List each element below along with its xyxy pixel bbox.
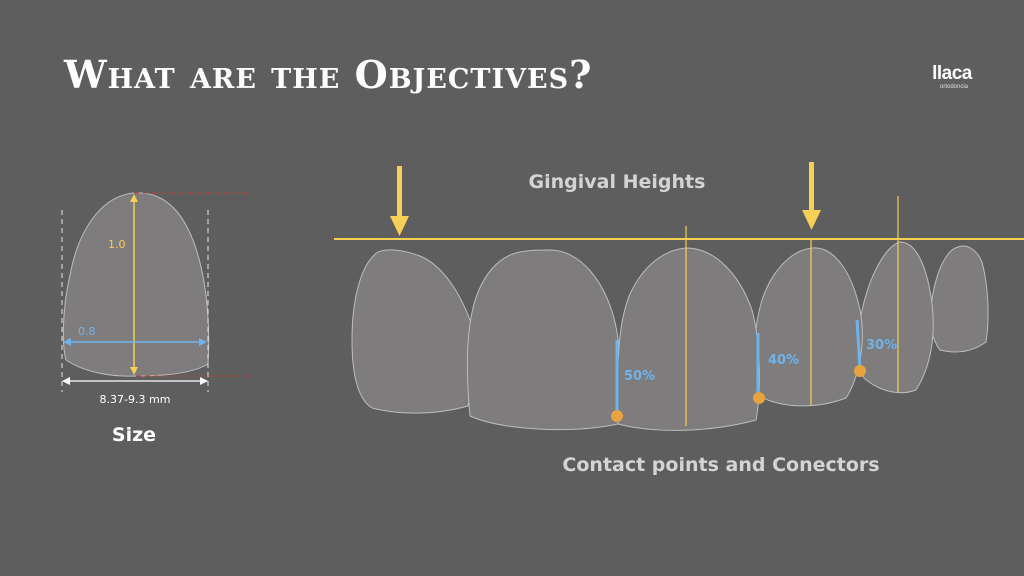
tooth-6 (929, 245, 989, 353)
height-arrow-top-head (130, 194, 138, 202)
contact-point-3 (854, 365, 866, 377)
height-ratio-label: 1.0 (108, 238, 126, 251)
logo-subtitle: ortodoncia (940, 84, 969, 90)
width-arrow-left-head (63, 338, 71, 346)
tooth-3 (617, 247, 760, 431)
width-ratio-label: 0.8 (78, 325, 96, 338)
gingival-arrow-left (390, 166, 409, 236)
gingival-arrow-right (802, 162, 821, 230)
width-arrow-right-head (199, 338, 207, 346)
tooth-5 (857, 241, 934, 394)
measurement-arrow-right-head (200, 377, 208, 385)
contact-point-1 (611, 410, 623, 422)
single-tooth-shape (62, 192, 210, 377)
connector-3: 30% (854, 319, 897, 377)
tooth-2 (466, 249, 622, 431)
teeth-row (351, 196, 989, 431)
connector-1-value: 50% (624, 369, 655, 384)
connector-1: 50% (611, 340, 655, 422)
contact-points-label: Contact points and Conectors (562, 454, 879, 476)
logo-name: llaca (932, 63, 972, 84)
connector-2-value: 40% (768, 353, 799, 368)
tooth-4 (753, 247, 863, 407)
slide-title: What are the Objectives? (64, 52, 593, 97)
measurement-label: 8.37-9.3 mm (100, 393, 171, 406)
height-arrow-bottom-head (130, 367, 138, 375)
size-caption: Size (112, 424, 156, 446)
connector-2: 40% (753, 333, 799, 404)
connector-3-value: 30% (866, 338, 897, 353)
brand-logo: llaca ortodoncia (922, 63, 982, 91)
gingival-heights-label: Gingival Heights (529, 171, 706, 193)
measurement-arrow-left-head (62, 377, 70, 385)
size-panel: 1.0 0.8 8.37-9.3 mm Size (61, 192, 252, 446)
tooth-1 (351, 249, 476, 414)
contact-point-2 (753, 392, 765, 404)
